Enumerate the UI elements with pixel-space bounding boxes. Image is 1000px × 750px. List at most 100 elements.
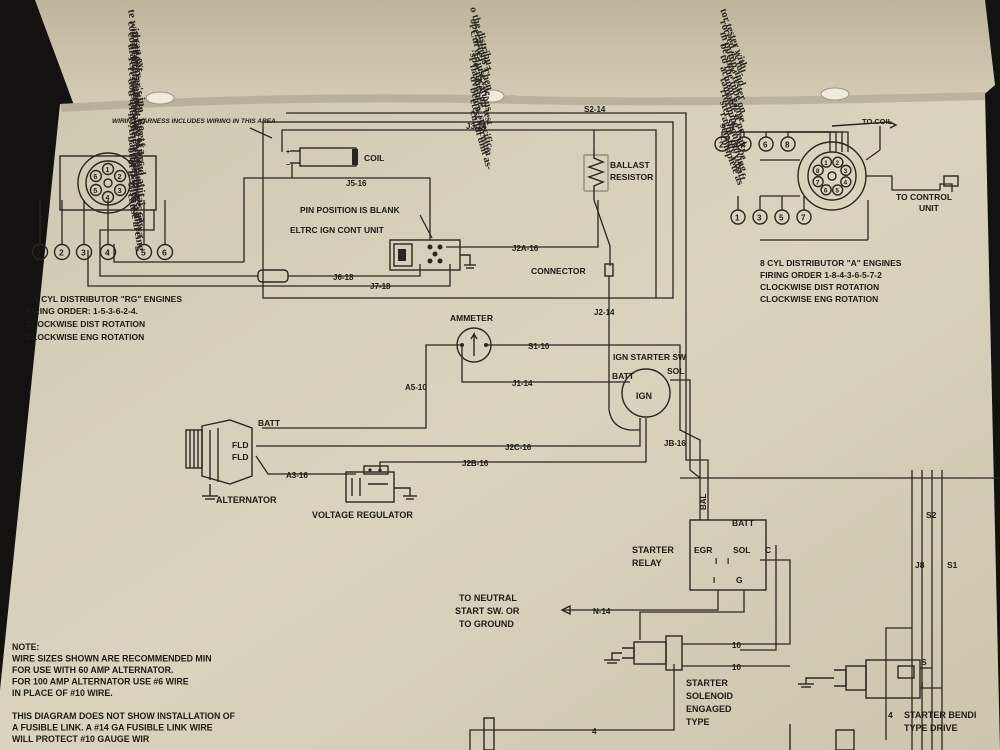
cap-number: 1 [106, 167, 110, 174]
svg-text:CLOCKWISE DIST ROTATION: CLOCKWISE DIST ROTATION [760, 282, 879, 292]
svg-text:EGR: EGR [694, 545, 712, 555]
svg-text:J5-16: J5-16 [346, 179, 367, 188]
spark-plug-terminal [796, 209, 812, 225]
ignition-coil: COIL + − [286, 147, 384, 169]
spark-plug-number: 6 [763, 141, 768, 150]
spark-plug-terminal [714, 136, 730, 152]
svg-text:S1-10: S1-10 [528, 342, 550, 351]
note-line: NOTE: [12, 642, 39, 652]
electronic-ignition-control-unit: PIN POSITION IS BLANK ELTRC IGN CONT UNI… [290, 205, 476, 271]
cap-number: 4 [106, 195, 110, 202]
svg-text:J2C-16: J2C-16 [505, 443, 532, 452]
spark-plug-number: 5 [141, 248, 146, 258]
cap-terminal [820, 184, 832, 196]
svg-text:−: − [286, 162, 290, 169]
spark-plug-number: 8 [785, 141, 790, 150]
svg-text:BATT: BATT [258, 418, 281, 428]
svg-text:A3-16: A3-16 [286, 471, 308, 480]
svg-text:BAL: BAL [699, 493, 708, 510]
starter-relay: BAL BATT EGR SOL C I I I G STARTER RELAY [632, 493, 777, 651]
svg-text:CLOCKWISE DIST ROTATION: CLOCKWISE DIST ROTATION [26, 319, 145, 329]
cap-number: 8 [816, 168, 820, 175]
svg-text:TO CONTROL: TO CONTROL [896, 192, 952, 202]
spark-plug-terminal [774, 209, 790, 225]
svg-text:J7-18: J7-18 [370, 282, 391, 291]
to-coil-label: TO COIL [862, 117, 893, 126]
svg-text:TYPE DRIVE: TYPE DRIVE [904, 723, 958, 733]
svg-text:G: G [736, 575, 743, 585]
spark-plug-terminal [736, 136, 752, 152]
svg-text:FIRING ORDER 1-8-4-3-6-5-7-2: FIRING ORDER 1-8-4-3-6-5-7-2 [760, 270, 882, 280]
svg-text:ALTERNATOR: ALTERNATOR [216, 495, 277, 505]
svg-text:J2A-16: J2A-16 [512, 244, 539, 253]
note-line: FOR USE WITH 60 AMP ALTERNATOR. [12, 665, 173, 675]
cap-number: 4 [844, 180, 848, 187]
note-line: FOR 100 AMP ALTERNATOR USE #6 WIRE [12, 677, 189, 687]
svg-text:SOL: SOL [667, 366, 684, 376]
wire-jb-16: JB-16 [664, 439, 686, 448]
coil-label: COIL [364, 153, 384, 163]
svg-text:STARTER BENDI: STARTER BENDI [904, 710, 976, 720]
cap-number: 1 [824, 160, 828, 167]
svg-text:FIRING ORDER: 1-5-3-6-2-4.: FIRING ORDER: 1-5-3-6-2-4. [26, 306, 138, 316]
spark-plug-number: 6 [162, 248, 167, 258]
wire-j3-14: J3-14 [281, 122, 657, 298]
spark-plug-number: 5 [779, 214, 784, 223]
cap-number: 5 [835, 188, 839, 195]
svg-text:RESISTOR: RESISTOR [610, 172, 653, 182]
note-line: A FUSIBLE LINK. A #14 GA FUSIBLE LINK WI… [12, 723, 213, 733]
svg-text:SOL: SOL [733, 545, 750, 555]
cap-number: 2 [836, 160, 840, 167]
svg-text:A5-10: A5-10 [405, 383, 427, 392]
svg-text:I: I [713, 576, 715, 585]
svg-text:C: C [765, 545, 771, 555]
svg-text:CLOCKWISE ENG ROTATION: CLOCKWISE ENG ROTATION [26, 332, 144, 342]
cap-number: 3 [844, 168, 848, 175]
ballast-resistor: BALLAST RESISTOR [583, 130, 653, 266]
right-wire-bundle: S2 J8 S1 [885, 470, 958, 750]
cap-terminal [831, 184, 844, 196]
note-line: WIRE SIZES SHOWN ARE RECOMMENDED MIN [12, 654, 212, 664]
spark-plug-number: 2 [59, 248, 64, 258]
cap-number: 6 [93, 174, 97, 181]
spark-plug-terminal [135, 243, 153, 261]
svg-text:ENGAGED: ENGAGED [686, 704, 732, 714]
svg-text:J6-18: J6-18 [333, 273, 354, 282]
svg-text:BATT: BATT [732, 518, 755, 528]
voltage-regulator: VOLTAGE REGULATOR [312, 465, 417, 520]
svg-text:J1-14: J1-14 [512, 379, 533, 388]
svg-text:I: I [727, 557, 729, 566]
svg-text:BATT: BATT [612, 371, 635, 381]
spark-plug-number: 2 [719, 141, 724, 150]
wire-j5-16: J5-16 [243, 163, 431, 262]
spark-plug-number: 3 [81, 248, 86, 258]
cap-terminal [840, 164, 852, 177]
svg-text:J2-14: J2-14 [594, 308, 615, 317]
wire-a3-16: A3-16 [255, 455, 356, 480]
svg-text:8 CYL DISTRIBUTOR "A" ENGINES: 8 CYL DISTRIBUTOR "A" ENGINES [760, 258, 902, 268]
svg-text:CONNECTOR: CONNECTOR [531, 266, 586, 276]
wire-j2a-16: J2A-16 [446, 200, 599, 253]
spark-plug-number: 1 [37, 248, 42, 258]
svg-text:TYPE: TYPE [686, 717, 710, 727]
spark-plug-terminal [780, 136, 796, 152]
svg-text:STARTER: STARTER [632, 545, 674, 555]
note-line: THIS DIAGRAM DOES NOT SHOW INSTALLATION … [12, 711, 236, 721]
svg-text:I: I [715, 557, 717, 566]
svg-text:RELAY: RELAY [632, 558, 662, 568]
cap-terminal [113, 183, 127, 197]
svg-text:N-14: N-14 [593, 607, 611, 616]
svg-text:VOLTAGE REGULATOR: VOLTAGE REGULATOR [312, 510, 413, 520]
harness-area: WIRING HARNESS INCLUDES WIRING IN THIS A… [112, 118, 674, 299]
previous-page [35, 0, 995, 108]
svg-text:I: I [921, 680, 923, 690]
svg-text:+: + [286, 149, 290, 156]
svg-text:FLD: FLD [232, 440, 249, 450]
cap-terminal [89, 169, 103, 183]
cap-number: 6 [824, 188, 828, 195]
starter-solenoid: 10 10 STARTER SOLENOID ENGAGED TYPE [604, 559, 791, 727]
